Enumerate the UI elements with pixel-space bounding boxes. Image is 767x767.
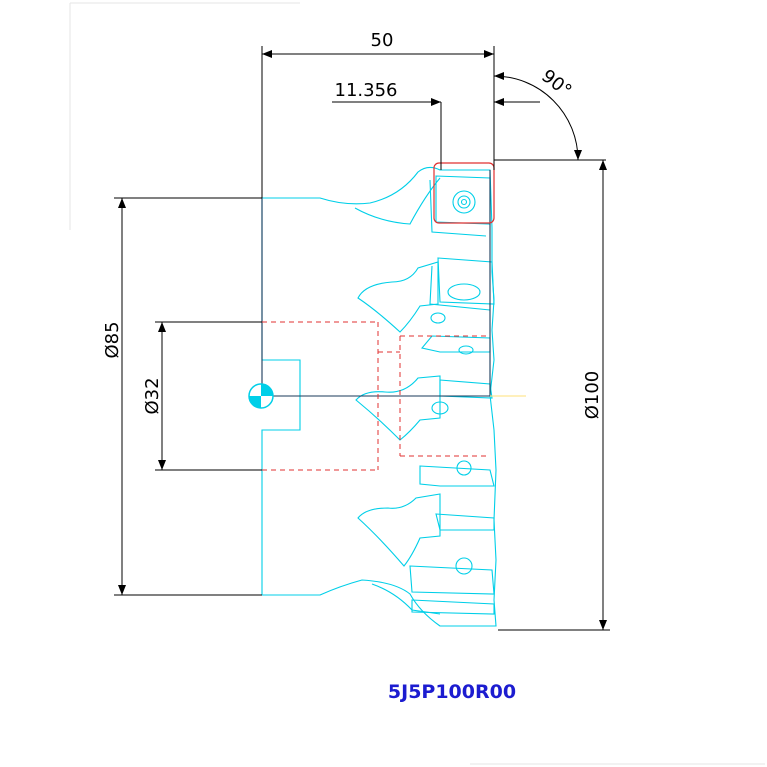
- tool-body-outline: [261, 166, 497, 627]
- insert-8: [411, 599, 495, 615]
- insert-5: [419, 465, 495, 487]
- outer-diameter-label: Ø100: [582, 371, 603, 420]
- insert-screw-core: [460, 198, 468, 206]
- insert-screw-inner: [457, 195, 471, 209]
- insert-screw-outer: [452, 190, 476, 214]
- insert-4: [439, 379, 493, 399]
- part-code: 5J5P100R00: [388, 681, 516, 703]
- offset-dimension-label: 11.356: [335, 80, 398, 101]
- tooth-pocket-3: [355, 375, 441, 441]
- angle-arc: [493, 72, 582, 161]
- insert-7: [409, 565, 495, 595]
- tooth-pocket-1: [354, 177, 441, 225]
- width-dimension-label: 50: [371, 30, 394, 51]
- cut-diameter-label: Ø85: [102, 321, 123, 358]
- insert-1-inner: [429, 179, 487, 237]
- tool-outline: [261, 166, 497, 627]
- screw-hole-1: [447, 283, 481, 301]
- screw-hole-5: [456, 460, 472, 476]
- screw-hole-3: [458, 345, 474, 355]
- tooth-pocket-2: [357, 261, 439, 333]
- reference-frame: [261, 170, 491, 397]
- paper-edges: [69, 2, 765, 765]
- insert-6: [435, 513, 495, 531]
- screw-hole-2: [430, 312, 446, 324]
- center-marker: [248, 383, 274, 409]
- dimension-lines: [114, 46, 610, 631]
- insert-highlight-box: [433, 162, 495, 224]
- screw-hole-4: [431, 401, 449, 415]
- bore-diameter-label: Ø32: [142, 377, 163, 414]
- bore-hidden-lines: [262, 321, 490, 471]
- screw-hole-6: [455, 557, 473, 575]
- angle-dimension-label: 90°: [537, 66, 575, 102]
- tooth-pocket-5: [371, 583, 441, 615]
- insert-2-inner: [429, 265, 491, 311]
- insert-3: [420, 335, 491, 353]
- tooth-pocket-4: [357, 493, 441, 567]
- insert-2: [437, 257, 495, 305]
